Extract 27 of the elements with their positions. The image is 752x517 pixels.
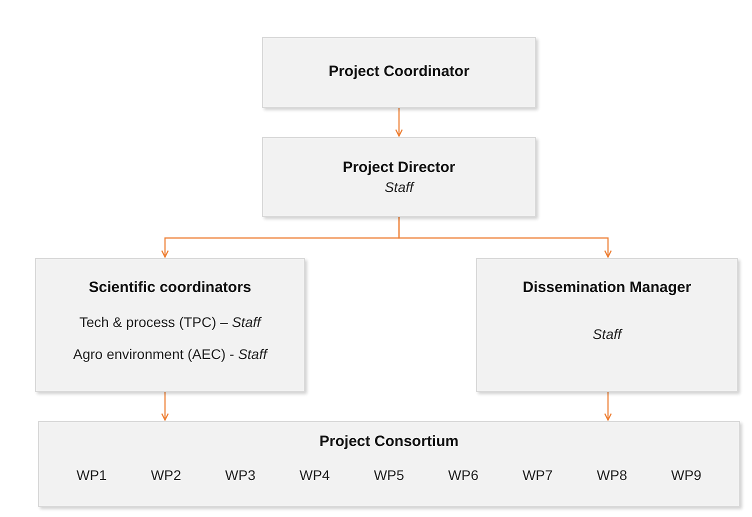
work-package-label: WP9 — [671, 467, 702, 483]
arrow — [395, 108, 403, 137]
box-subtitle: Tech & process (TPC) – Staff — [79, 314, 261, 330]
box-subtitle: Staff — [384, 179, 414, 195]
org-box — [262, 37, 536, 108]
org-box — [262, 137, 536, 217]
work-package-label: WP5 — [374, 467, 404, 483]
work-package-label: WP1 — [76, 467, 107, 483]
box-heading: Project Consortium — [319, 433, 459, 450]
arrow — [161, 392, 169, 421]
box-heading: Dissemination Manager — [522, 279, 692, 296]
work-package-label: WP4 — [299, 467, 330, 483]
org-box — [476, 258, 738, 392]
work-package-label: WP6 — [448, 467, 478, 483]
arrow — [398, 217, 612, 258]
work-package-label: WP8 — [596, 467, 628, 483]
org-box — [38, 421, 740, 507]
box-subtitle: Agro environment (AEC) - Staff — [73, 346, 267, 362]
arrow — [604, 392, 612, 421]
work-package-label: WP7 — [522, 467, 553, 483]
work-package-label: WP2 — [150, 467, 182, 483]
box-heading: Project Coordinator — [328, 62, 470, 80]
box-heading: Project Director — [342, 159, 456, 176]
box-heading: Scientific coordinators — [88, 279, 252, 296]
org-box — [35, 258, 305, 392]
work-package-label: WP3 — [225, 467, 256, 483]
box-subtitle: Staff — [592, 326, 622, 342]
